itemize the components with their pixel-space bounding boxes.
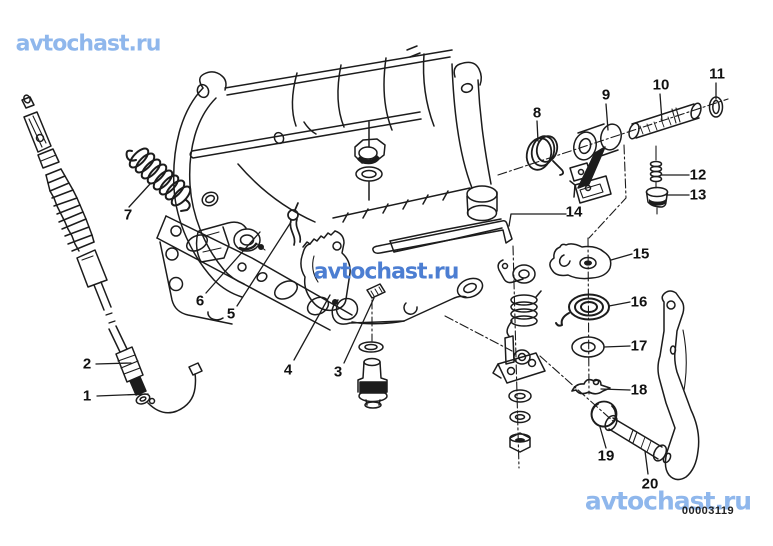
callout-20: 20 [641, 475, 659, 493]
callout-8: 8 [532, 104, 542, 122]
seal-ring-19 [590, 400, 618, 428]
cap-13 [645, 186, 669, 215]
detent-stack [492, 259, 546, 453]
callout-12: 12 [689, 166, 707, 184]
callout-14: 14 [565, 203, 583, 221]
bracket-6 [195, 191, 266, 263]
callout-13: 13 [689, 186, 707, 204]
flange-band [156, 215, 353, 331]
guide-bracket-9 [569, 123, 622, 204]
selector-lever-20 [657, 290, 700, 481]
callout-19: 19 [597, 447, 615, 465]
pin-3-and-plug [357, 283, 388, 409]
transmission-housing [156, 45, 503, 331]
spring-8 [525, 135, 565, 176]
pin-10 [628, 102, 702, 140]
spiral-spring-16 [555, 293, 610, 327]
callout-3: 3 [333, 363, 343, 381]
callout-6: 6 [195, 292, 205, 310]
leader-lines [95, 82, 717, 475]
cam-plate-15 [549, 243, 612, 280]
spring-7 [125, 147, 192, 212]
watermark-center: avtochast.ru [313, 259, 460, 285]
watermark-bottom-right: avtochast.ru [584, 486, 752, 516]
spring-12 [649, 145, 663, 189]
selector-cable-assembly [21, 94, 203, 414]
rod-14 [372, 220, 513, 254]
snap-ring-11 [708, 96, 724, 118]
callout-4: 4 [283, 361, 293, 379]
callout-17: 17 [630, 337, 648, 355]
shaft-20 [604, 414, 672, 464]
callout-15: 15 [632, 245, 650, 263]
callout-2: 2 [82, 355, 92, 373]
document-number: 00003119 [681, 505, 735, 517]
callout-18: 18 [630, 381, 648, 399]
callout-9: 9 [601, 86, 611, 104]
callout-10: 10 [652, 76, 670, 94]
washer-17 [571, 336, 605, 358]
lock-plate-18 [571, 378, 611, 395]
callout-7: 7 [123, 206, 133, 224]
pan-rail [331, 218, 503, 325]
callout-1: 1 [82, 387, 92, 405]
callout-11: 11 [709, 65, 725, 83]
parking-pawl-4 [300, 230, 351, 312]
callout-5: 5 [226, 305, 236, 323]
watermark-top-left: avtochast.ru [15, 31, 162, 57]
callout-16: 16 [630, 293, 648, 311]
